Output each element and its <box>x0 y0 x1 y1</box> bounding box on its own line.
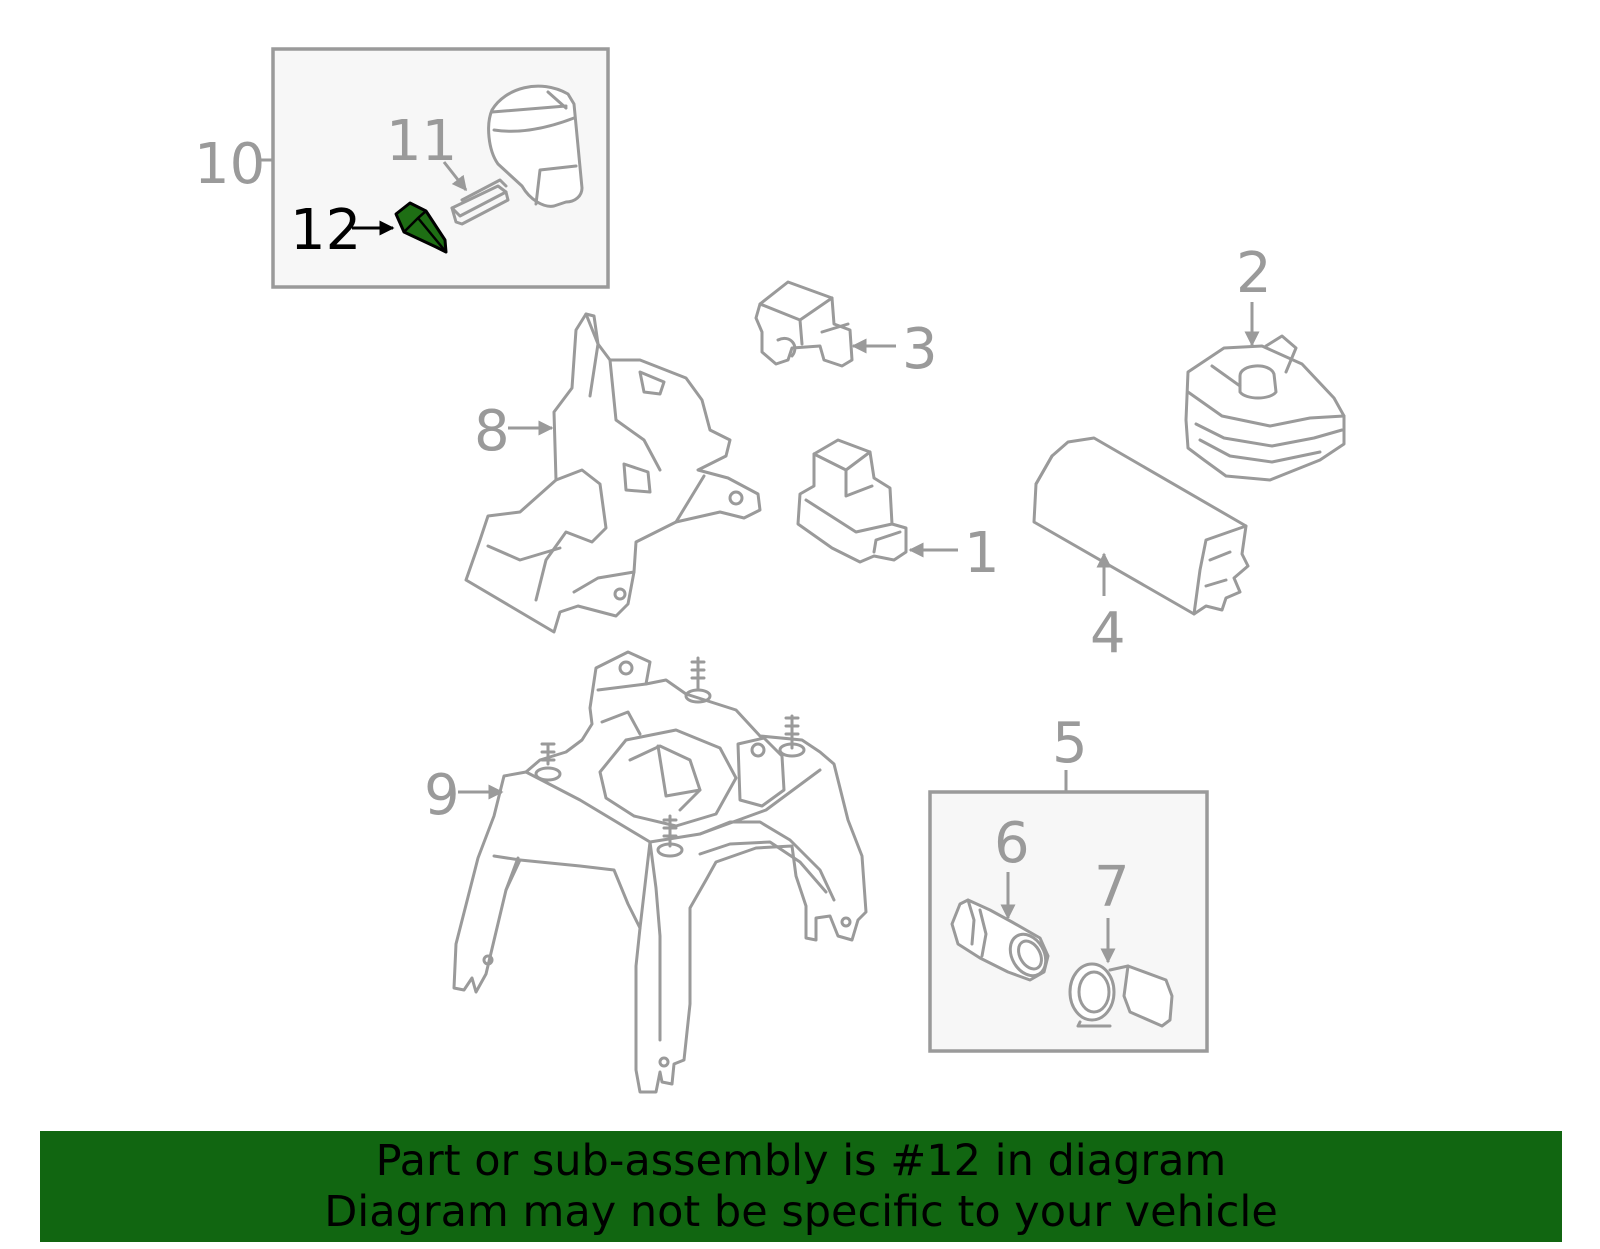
part-8-shift-bracket <box>464 312 762 634</box>
part-7-socket-cap <box>1068 962 1174 1028</box>
highlighted-part-12 <box>394 201 448 254</box>
banner-line-2: Diagram may not be specific to your vehi… <box>324 1186 1278 1237</box>
part-1-sensor <box>796 438 908 564</box>
callout-5: 5 <box>1052 711 1088 776</box>
callout-4: 4 <box>1090 601 1126 666</box>
leader-11 <box>442 161 468 192</box>
inset-box-5: 6 7 <box>928 790 1209 1053</box>
callout-9: 9 <box>424 763 460 828</box>
clip-part-11 <box>450 178 510 226</box>
part-4-control-module <box>1032 436 1250 616</box>
callout-3: 3 <box>902 317 938 382</box>
part-9-console-frame <box>452 650 868 1094</box>
callout-10: 10 <box>194 132 265 197</box>
inset-box-10: 11 12 <box>271 47 610 289</box>
callout-7: 7 <box>1094 855 1130 920</box>
callout-1: 1 <box>964 521 1000 586</box>
banner-background <box>40 1131 1562 1242</box>
callout-6: 6 <box>994 811 1030 876</box>
info-banner: Part or sub-assembly is #12 in diagram D… <box>40 1131 1562 1242</box>
banner-line-1: Part or sub-assembly is #12 in diagram <box>375 1135 1227 1186</box>
callout-11: 11 <box>386 109 457 174</box>
part-6-power-socket <box>950 898 1050 982</box>
shift-knob-part <box>487 84 584 208</box>
callout-2: 2 <box>1236 241 1272 306</box>
callout-12: 12 <box>290 198 361 263</box>
part-3-sensor <box>754 280 854 368</box>
part-2-shifter-module <box>1184 334 1346 482</box>
callout-8: 8 <box>474 399 510 464</box>
